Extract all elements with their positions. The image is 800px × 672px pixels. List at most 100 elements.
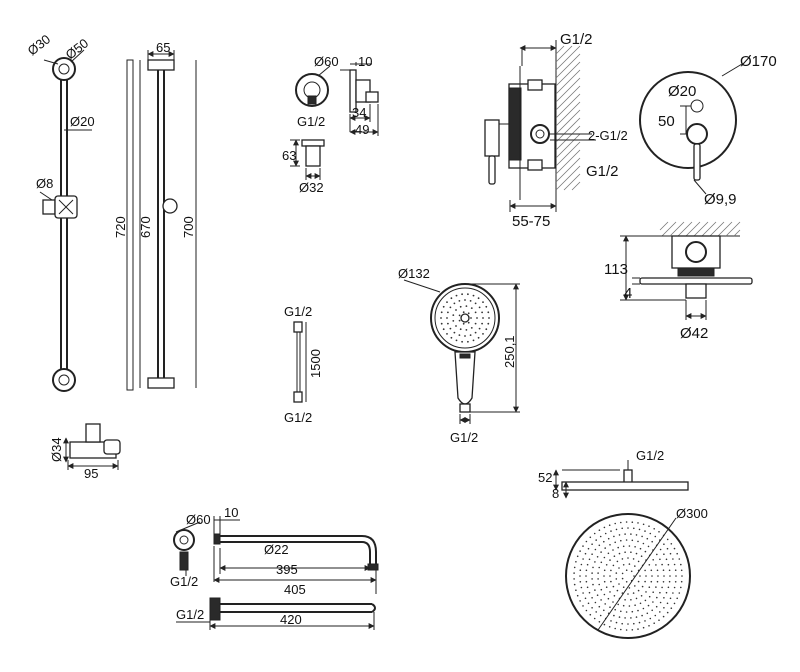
shower-rail-front: [39, 49, 92, 392]
nozzle-dot: [632, 592, 635, 594]
nozzle-dot: [640, 595, 643, 597]
nozzle-dot: [620, 628, 622, 631]
nozzle-dot: [635, 616, 638, 618]
hatch-line: [555, 109, 581, 135]
hose-thread-top: G1/2: [284, 304, 312, 319]
nozzle-dot: [663, 597, 665, 599]
nozzle-dot: [622, 604, 625, 607]
nozzle-dot: [586, 586, 589, 589]
nozzle-dot: [642, 626, 645, 629]
nozzle-dot: [604, 547, 606, 549]
nozzle-dot: [487, 322, 490, 325]
nozzle-dot: [610, 530, 612, 532]
nozzle-dot: [618, 616, 621, 618]
nozzle-dot: [612, 549, 614, 551]
nozzle-dot: [645, 575, 647, 577]
nozzle-dot: [659, 548, 662, 551]
nozzle-dot: [474, 331, 477, 334]
nozzle-dot: [631, 521, 634, 523]
nozzle-dot: [614, 608, 616, 611]
nozzle-dot: [625, 569, 628, 571]
nozzle-dot: [618, 567, 620, 569]
nozzle-dot: [621, 592, 624, 594]
nozzle-dot: [478, 306, 481, 309]
nozzle-dot: [641, 535, 643, 538]
nozzle-dot: [579, 569, 582, 571]
nozzle-dot: [447, 311, 449, 314]
nozzle-dot: [646, 537, 649, 540]
nozzle-dot: [630, 599, 632, 601]
nozzle-dot: [474, 302, 477, 305]
nozzle-dot: [594, 548, 597, 551]
nozzle-dot: [596, 594, 599, 596]
nozzle-dot: [657, 575, 659, 577]
nozzle-dot: [482, 301, 484, 303]
nozzle-dot: [594, 601, 597, 604]
nozzle-dot: [603, 580, 606, 583]
nozzle-dot: [582, 605, 584, 607]
nozzle-dot: [659, 591, 661, 594]
nozzle-dot: [633, 575, 635, 577]
nozzle-dot: [637, 560, 640, 563]
nozzle-dot: [607, 537, 610, 540]
nozzle-dot: [610, 620, 612, 622]
hatch-line: [555, 165, 581, 191]
nozzle-dot: [591, 578, 593, 580]
nozzle-dot: [589, 536, 592, 539]
hatch-line: [555, 45, 581, 71]
nozzle-dot: [625, 581, 628, 583]
bracket-width: 95: [84, 466, 98, 481]
hatch-line: [661, 221, 677, 237]
mixer-thread-top: G1/2: [560, 31, 593, 48]
hand-shower-nozzles: [440, 293, 490, 343]
nozzle-dot: [603, 569, 606, 572]
nozzle-dot: [644, 550, 647, 553]
nozzle-dot: [621, 558, 624, 560]
nozzle-dot: [662, 615, 665, 618]
nozzle-dot: [631, 629, 634, 631]
nozzle-dot: [442, 305, 445, 308]
nozzle-dot: [652, 559, 654, 561]
nozzle-dot: [650, 569, 653, 572]
nozzle-dot: [675, 575, 677, 577]
outlet-pipe-diameter: Ø32: [299, 180, 324, 195]
nozzle-dot: [582, 592, 584, 594]
nozzle-dot: [589, 613, 592, 616]
nozzle-dot: [640, 555, 643, 557]
nozzle-dot: [666, 547, 669, 550]
nozzle-dot: [628, 587, 631, 589]
nozzle-dot: [649, 532, 652, 535]
nozzle-dot: [610, 580, 612, 583]
head-height: 52: [538, 470, 552, 485]
nozzle-dot: [579, 600, 581, 602]
nozzle-dot: [655, 564, 657, 566]
nozzle-dot: [603, 540, 605, 543]
nozzle-dot: [653, 528, 655, 530]
nozzle-dot: [637, 522, 639, 524]
nozzle-dot: [613, 535, 615, 538]
nozzle-dot: [597, 572, 599, 574]
hatch-line: [677, 221, 693, 237]
nozzle-dot: [663, 607, 665, 609]
nozzle-dot: [604, 603, 606, 605]
nozzle-dot: [622, 586, 625, 588]
nozzle-dot: [648, 625, 650, 627]
nozzle-dot: [621, 527, 623, 530]
nozzle-dot: [573, 578, 575, 580]
nozzle-dot: [598, 529, 601, 531]
side-spout-diameter: Ø42: [680, 325, 708, 342]
nozzle-dot: [648, 525, 650, 527]
nozzle-dot: [464, 335, 466, 337]
nozzle-dot: [482, 333, 484, 335]
nozzle-dot: [634, 546, 636, 548]
nozzle-dot: [591, 597, 593, 599]
shower-hose: [293, 321, 307, 403]
hatch-line: [571, 181, 581, 191]
hatch-line: [563, 173, 581, 191]
nozzle-dot: [651, 575, 653, 577]
nozzle-dot: [610, 569, 612, 572]
nozzle-dot: [613, 595, 616, 597]
nozzle-dot: [458, 300, 461, 302]
nozzle-dot: [642, 607, 645, 610]
nozzle-dot: [618, 534, 621, 536]
